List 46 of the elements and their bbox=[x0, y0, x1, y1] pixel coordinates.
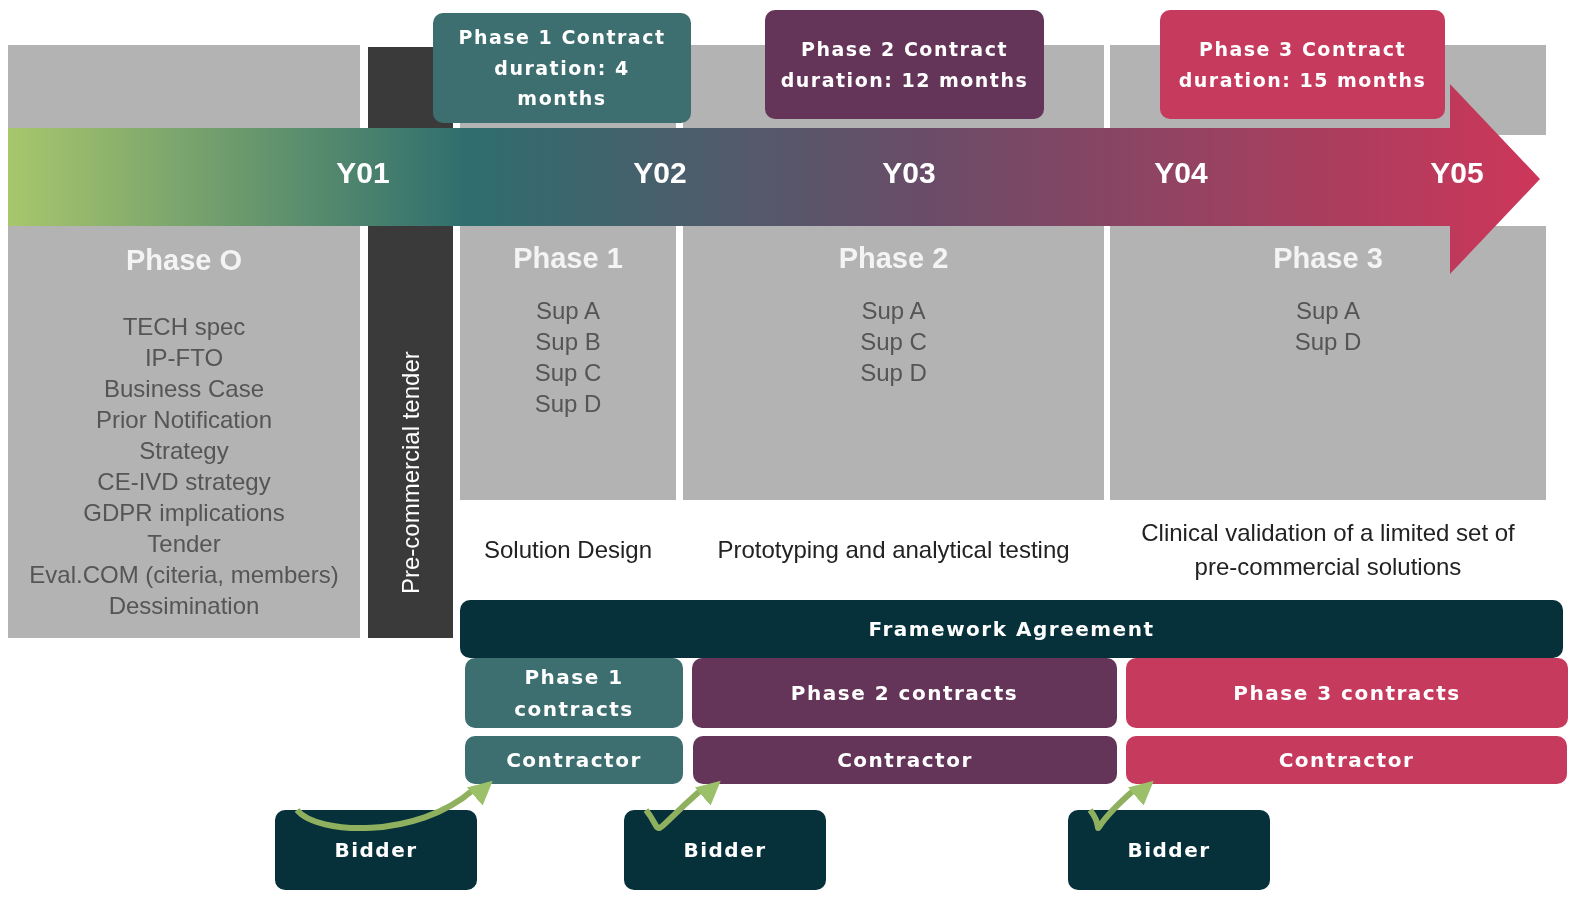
phase-heading: Phase 2 bbox=[838, 242, 949, 275]
year-label: Y04 bbox=[1154, 156, 1208, 190]
phase-heading: Phase 3 bbox=[1273, 242, 1383, 275]
year-label: Y02 bbox=[633, 156, 687, 190]
contractor-bar: Contractor bbox=[693, 736, 1117, 784]
phase-description: Clinical validation of a limited set of pre-commercial solutions bbox=[1110, 500, 1546, 600]
contracts-bar: Phase 2 contracts bbox=[692, 658, 1117, 728]
bidder-box: Bidder bbox=[275, 810, 477, 890]
contractor-bar: Contractor bbox=[1126, 736, 1567, 784]
list-item: Sup C bbox=[534, 358, 602, 388]
list-item: Sup B bbox=[535, 327, 601, 357]
list-item: Eval.COM (citeria, members) bbox=[29, 560, 339, 590]
list-item: Sup A bbox=[1295, 296, 1361, 326]
list-item: CE-IVD strategy bbox=[97, 467, 271, 497]
curved-arrow bbox=[295, 782, 494, 831]
curved-arrow bbox=[643, 780, 721, 831]
contract-duration-box: Phase 1 Contract duration: 4 months bbox=[433, 13, 691, 123]
phase-description: Prototyping and analytical testing bbox=[683, 500, 1104, 600]
phase-description: Solution Design bbox=[460, 500, 676, 600]
list-item: IP-FTO bbox=[144, 343, 224, 373]
list-item: Prior Notification bbox=[95, 405, 273, 435]
list-item: Tender bbox=[147, 529, 221, 559]
year-label: Y05 bbox=[1430, 156, 1484, 190]
list-item: Business Case bbox=[103, 374, 265, 404]
bidder-box: Bidder bbox=[624, 810, 826, 890]
list-item: Sup A bbox=[535, 296, 601, 326]
list-item: Strategy bbox=[139, 436, 229, 466]
framework-bar: Framework Agreement bbox=[460, 600, 1563, 658]
list-item: Sup D bbox=[534, 389, 602, 419]
list-item: Dessimination bbox=[108, 591, 260, 621]
contract-duration-box: Phase 2 Contract duration: 12 months bbox=[765, 10, 1044, 119]
list-item: GDPR implications bbox=[83, 498, 285, 528]
contract-duration-box: Phase 3 Contract duration: 15 months bbox=[1160, 10, 1445, 119]
year-label: Y03 bbox=[882, 156, 936, 190]
list-item: Sup D bbox=[860, 358, 927, 388]
bidder-box: Bidder bbox=[1068, 810, 1270, 890]
contractor-bar: Contractor bbox=[465, 736, 683, 784]
list-item: Sup A bbox=[861, 296, 926, 326]
contracts-bar: Phase 3 contracts bbox=[1126, 658, 1568, 728]
list-item: Sup C bbox=[860, 327, 927, 357]
contracts-bar: Phase 1 contracts bbox=[465, 658, 683, 728]
phase-heading: Phase 1 bbox=[513, 242, 623, 275]
list-item: TECH spec bbox=[122, 312, 246, 342]
curved-arrow bbox=[1087, 780, 1154, 830]
phase-heading: Phase O bbox=[125, 244, 243, 277]
list-item: Sup D bbox=[1294, 327, 1362, 357]
